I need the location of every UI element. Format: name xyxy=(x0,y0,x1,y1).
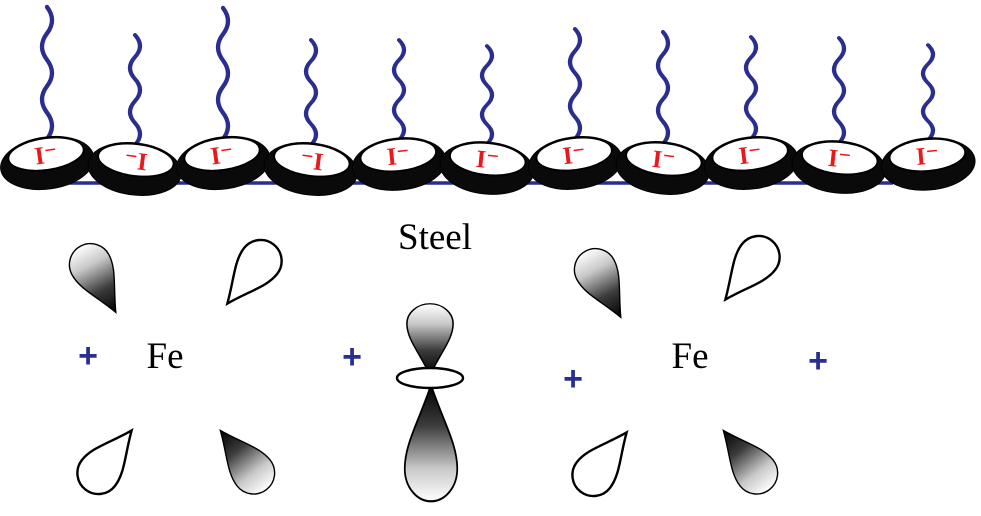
alkyl-tail xyxy=(834,38,844,143)
iodide-ion-label: ⁻I xyxy=(299,147,325,177)
adsorbed-molecule-8: I⁻ xyxy=(615,32,711,195)
iodide-ion-label: I⁻ xyxy=(915,142,940,171)
orbital-lobe-empty xyxy=(562,418,645,506)
iodide-ion-label: I⁻ xyxy=(386,142,412,171)
fe-label: Fe xyxy=(672,336,709,377)
orbital-lobe-top xyxy=(406,302,454,376)
iodide-ion-label: I⁻ xyxy=(475,146,501,175)
alkyl-tail xyxy=(482,46,492,144)
adsorbed-molecule-4: ⁻I xyxy=(263,40,359,196)
alkyl-tail xyxy=(130,35,140,145)
plus-sign: + xyxy=(342,338,362,376)
adsorbed-molecule-1: I⁻ xyxy=(0,7,95,191)
steel-label: Steel xyxy=(398,217,472,258)
alkyl-tail xyxy=(570,29,580,139)
dz2-orbital-group xyxy=(395,302,465,503)
molecule-head-face xyxy=(183,136,261,172)
orbital-lobe-bottom xyxy=(403,383,459,503)
fe-label: Fe xyxy=(147,336,184,377)
steel-surface-group: I⁻ ⁻I I⁻ ⁻I xyxy=(0,7,976,258)
adsorbed-molecule-10: I⁻ xyxy=(791,38,887,194)
adsorbed-molecule-7: I⁻ xyxy=(527,29,623,190)
orbital-lobe-filled xyxy=(203,416,284,504)
iodide-ion-label: I⁻ xyxy=(651,146,677,176)
iodide-ion-label: I⁻ xyxy=(561,141,587,171)
alkyl-tail xyxy=(42,7,52,139)
molecule-head-face xyxy=(888,137,967,173)
molecule-head-face xyxy=(800,140,879,176)
molecule-head-face xyxy=(625,141,703,177)
alkyl-tail xyxy=(394,40,404,140)
adsorbed-molecule-11: I⁻ xyxy=(880,45,976,191)
molecule-head-face xyxy=(273,142,351,178)
iodide-ion-label: I⁻ xyxy=(737,141,763,171)
orbital-lobe-filled xyxy=(566,240,641,328)
right-fe-orbital-group: Fe xyxy=(562,226,790,506)
alkyl-tail xyxy=(746,37,756,139)
adsorbed-molecule-9: I⁻ xyxy=(703,37,799,190)
orbital-lobe-empty xyxy=(209,230,292,318)
alkyl-tail xyxy=(218,8,228,139)
alkyl-tail xyxy=(923,45,933,140)
orbital-lobe-filled xyxy=(706,416,787,504)
molecule-head-face xyxy=(711,136,789,172)
molecule-head-face xyxy=(448,141,527,177)
iodide-ion-label: I⁻ xyxy=(827,145,853,174)
molecule-head-face xyxy=(7,136,85,172)
iodide-ion-label: ⁻I xyxy=(123,147,149,177)
orbital-lobe-filled xyxy=(61,235,136,323)
adsorbed-molecule-6: I⁻ xyxy=(439,46,535,195)
adsorbed-molecule-3: I⁻ xyxy=(176,8,271,191)
plus-sign: + xyxy=(563,360,583,398)
molecule-head-face xyxy=(97,142,175,178)
adsorbed-molecule-5: I⁻ xyxy=(351,40,447,191)
alkyl-tail xyxy=(306,40,316,145)
orbital-lobe-empty xyxy=(67,416,150,504)
plus-sign: + xyxy=(808,342,828,380)
adsorbed-molecule-2: ⁻I xyxy=(87,35,183,196)
molecule-head-face xyxy=(359,137,438,173)
plus-sign: + xyxy=(78,337,98,375)
alkyl-tail xyxy=(658,32,668,144)
orbital-ring xyxy=(395,366,465,390)
iodide-ion-label: I⁻ xyxy=(33,141,59,171)
iodide-ion-label: I⁻ xyxy=(209,141,235,171)
left-fe-orbital-group: Fe xyxy=(61,230,292,504)
molecule-head-face xyxy=(535,136,613,172)
orbital-lobe-empty xyxy=(707,226,790,314)
